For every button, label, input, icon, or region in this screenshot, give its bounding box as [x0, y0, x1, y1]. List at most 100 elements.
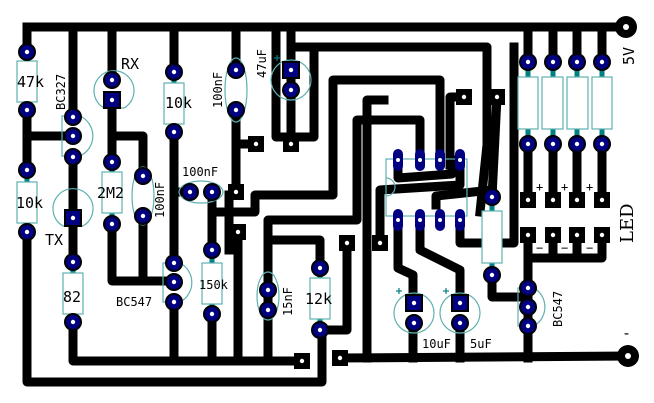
pad-round: [103, 215, 121, 233]
diode-tx: TX: [45, 188, 94, 249]
pad-round: [311, 321, 329, 339]
ic-dip8: [385, 158, 468, 217]
pad-square: [339, 235, 355, 251]
pad-round: [103, 71, 121, 89]
diode-rx: RX: [93, 55, 139, 109]
ic-pin-bottom: [393, 209, 403, 231]
pad-round: [165, 293, 183, 311]
resistor-10k-left: 10k: [16, 170, 43, 232]
pad-square-pin1: [103, 91, 121, 109]
pad-round: [203, 305, 221, 323]
resistor-2m2: 2M2: [97, 162, 124, 224]
pad-round: [103, 153, 121, 171]
pad-round: [451, 314, 469, 332]
capacitor-100nf-b-label: 100nF: [182, 165, 218, 179]
copper-traces: [22, 22, 630, 387]
resistor-82-label: 82: [63, 288, 81, 306]
pad-round: [18, 223, 36, 241]
trace-100nf-150k: [169, 187, 217, 255]
led-label: LED: [617, 203, 638, 243]
resistor-47k-label: 47k: [17, 73, 44, 91]
led-plus-2: +: [561, 180, 568, 194]
resistor-12k-label: 12k: [305, 290, 332, 308]
resistor-12k: 12k: [305, 268, 332, 330]
trace-10k-bottom-loop: [22, 227, 327, 387]
gnd-label: -: [622, 324, 631, 342]
pad-round: [519, 279, 537, 297]
capacitor-5uf: 5uF: [439, 288, 492, 351]
ic-pin-bottom: [435, 209, 445, 231]
resistor-150k-label: 150k: [199, 278, 229, 292]
pad-round: [165, 273, 183, 291]
pad-square: [283, 136, 299, 152]
capacitor-15nf: 15nF: [256, 271, 295, 321]
pad-square: [332, 350, 348, 366]
pad-round: [519, 317, 537, 335]
pad-round: [483, 188, 501, 206]
pad-round: [64, 127, 82, 145]
resistor-150k: 150k: [199, 250, 229, 314]
ic-pin-top: [415, 149, 425, 171]
capacitor-5uf-label: 5uF: [470, 337, 492, 351]
pad-round: [259, 301, 277, 319]
led-plus-1: +: [536, 180, 543, 194]
pad-square-pin1: [282, 61, 300, 79]
gnd-terminal: -: [617, 324, 639, 367]
pad-round: [519, 135, 537, 153]
ic-pin-bottom: [415, 209, 425, 231]
transistor-bc547-right-label: BC547: [551, 291, 565, 327]
capacitor-100nf-a-label: 100nF: [153, 182, 167, 218]
trace-15nf-12k: [263, 235, 325, 273]
pad-round: [544, 53, 562, 71]
capacitor-100nf-b: 100nF: [178, 165, 224, 204]
capacitor-47uf: 47uF: [255, 49, 312, 101]
trace-rx-2m2: [107, 95, 148, 181]
pad-square: [489, 89, 505, 105]
pad-round: [64, 108, 82, 126]
capacitor-100nf-c: 100nF: [211, 57, 248, 123]
pad-round: [405, 314, 423, 332]
pad-square: [230, 224, 246, 240]
trace-2m2-bc547: [107, 211, 179, 286]
pad-round: [519, 53, 537, 71]
pad-round: [181, 183, 199, 201]
pad-round: [64, 253, 82, 271]
pad-round: [18, 101, 36, 119]
ic-pin-top: [455, 149, 465, 171]
capacitor-15nf-label: 15nF: [281, 287, 295, 316]
capacitor-100nf-c-label: 100nF: [211, 72, 225, 108]
resistor-10k-mid-label: 10k: [165, 94, 192, 112]
pad-square: [294, 353, 310, 369]
pad-round: [18, 43, 36, 61]
pad-round: [568, 53, 586, 71]
pad-round: [203, 241, 221, 259]
pad-square: [228, 184, 244, 200]
transistor-bc327-label: BC327: [54, 74, 68, 110]
pad-round: [227, 61, 245, 79]
pad-round: [203, 183, 221, 201]
pad-round: [165, 63, 183, 81]
pad-round: [568, 135, 586, 153]
pad-square: [569, 192, 585, 208]
pad-square: [248, 136, 264, 152]
trace-ic-to-5uf: [415, 215, 465, 307]
pad-round: [165, 254, 183, 272]
pad-round: [64, 148, 82, 166]
pad-square: [545, 192, 561, 208]
pad-round: [593, 135, 611, 153]
pad-square: [372, 235, 388, 251]
vcc-terminal: 5V: [615, 16, 638, 65]
trace-pad-res: [487, 92, 502, 202]
capacitor-10uf-label: 10uF: [422, 337, 451, 351]
pad-square: [569, 227, 585, 243]
pad-round: [483, 266, 501, 284]
resistor-47k: 47k: [16, 52, 44, 110]
pad-round: [282, 81, 300, 99]
led-header-labels: LED + + + − − −: [536, 180, 638, 255]
resistor-led-bank: [517, 62, 613, 144]
trace-ic-to-10uf: [393, 215, 418, 307]
pad-square-pin1: [405, 294, 423, 312]
pad-round: [259, 281, 277, 299]
